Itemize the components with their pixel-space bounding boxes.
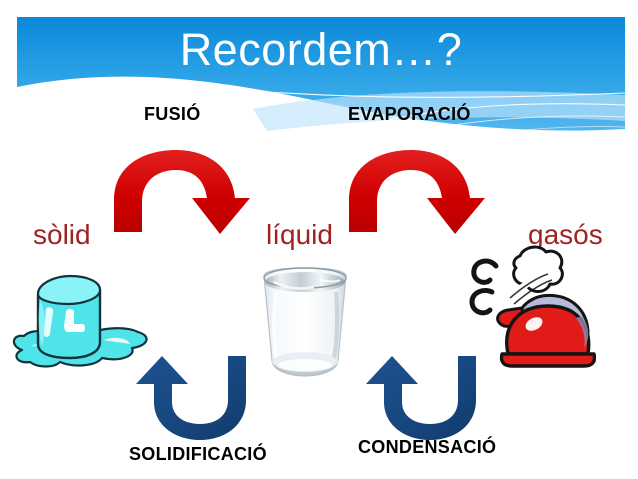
arrow-fusio-icon	[114, 150, 250, 234]
ice-cube-illustration	[12, 274, 148, 368]
arrow-evaporacio-icon	[349, 150, 485, 234]
page-title: Recordem…?	[179, 24, 463, 75]
state-label-liquid: líquid	[266, 219, 333, 250]
arrow-condensacio-icon	[366, 356, 476, 440]
header-band	[17, 17, 625, 139]
arrow-solidificacio-icon	[136, 356, 246, 440]
label-fusio: FUSIÓ	[144, 104, 201, 124]
glass-of-water-illustration	[263, 267, 347, 377]
label-evaporacio: EVAPORACIÓ	[348, 104, 471, 124]
state-label-gas: gasós	[528, 219, 603, 250]
state-label-solid: sòlid	[33, 219, 91, 250]
header-wave-decoration	[17, 76, 625, 139]
label-solidificacio: SOLIDIFICACIÓ	[129, 444, 267, 464]
label-condensacio: CONDENSACIÓ	[358, 437, 497, 457]
steaming-kettle-illustration	[469, 245, 596, 368]
